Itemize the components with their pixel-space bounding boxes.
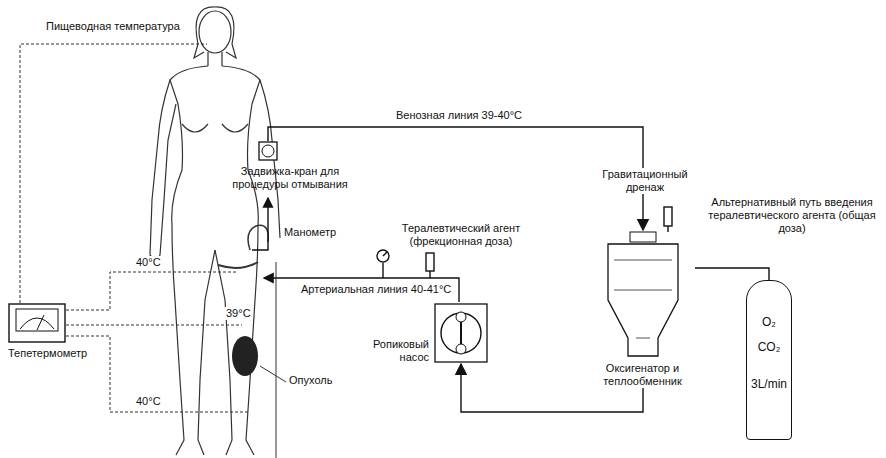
node-label: CO₂ xyxy=(747,340,791,355)
annotation-label: 39°C xyxy=(225,307,252,320)
device-icon xyxy=(228,141,352,161)
annotation-label: 40°C xyxy=(135,256,162,269)
leader-line xyxy=(260,366,286,382)
device-icon xyxy=(433,302,489,364)
drape-edge xyxy=(276,262,277,458)
gas-cylinder: O₂ CO₂ 3L/min xyxy=(746,280,792,440)
node-label: Задвижка-кран для процедуры отмывания xyxy=(228,165,352,191)
device-node: Оксигенатор и теплообменник xyxy=(590,230,695,388)
device-icon xyxy=(590,230,695,358)
node-label: O₂ xyxy=(747,315,791,330)
node-label: Ропиковый насос xyxy=(345,338,429,364)
patient-figure xyxy=(150,7,280,455)
node-label: Тепетермометр xyxy=(8,347,108,360)
device-icon xyxy=(8,303,108,343)
annotation-label: Артериальная линия 40-41°C xyxy=(300,283,452,296)
annotation-label: Гравитационный дренаж xyxy=(596,168,694,194)
device-node: Тепетермометр xyxy=(8,303,108,360)
device-node: Ропиковый насос xyxy=(345,302,489,364)
tube-line xyxy=(695,268,769,280)
node-label: Оксигенатор и теплообменник xyxy=(590,362,695,388)
annotation-label: Опухоль xyxy=(288,374,333,387)
annotation-label: Венозная линия 39-40°C xyxy=(395,109,523,122)
annotation-label: Пищеводная температура xyxy=(45,20,181,33)
annotation-label: Альтернативный путь введения тералевтиче… xyxy=(700,196,884,235)
node-label: 3L/min xyxy=(747,377,791,392)
annotation-label: 40°C xyxy=(135,395,162,408)
device-node: Задвижка-кран для процедуры отмывания xyxy=(228,141,352,191)
tumor xyxy=(232,336,258,376)
annotation-label: Манометр xyxy=(283,226,337,239)
annotation-label: Тералевтический агент (фрекционная доза) xyxy=(390,222,532,248)
